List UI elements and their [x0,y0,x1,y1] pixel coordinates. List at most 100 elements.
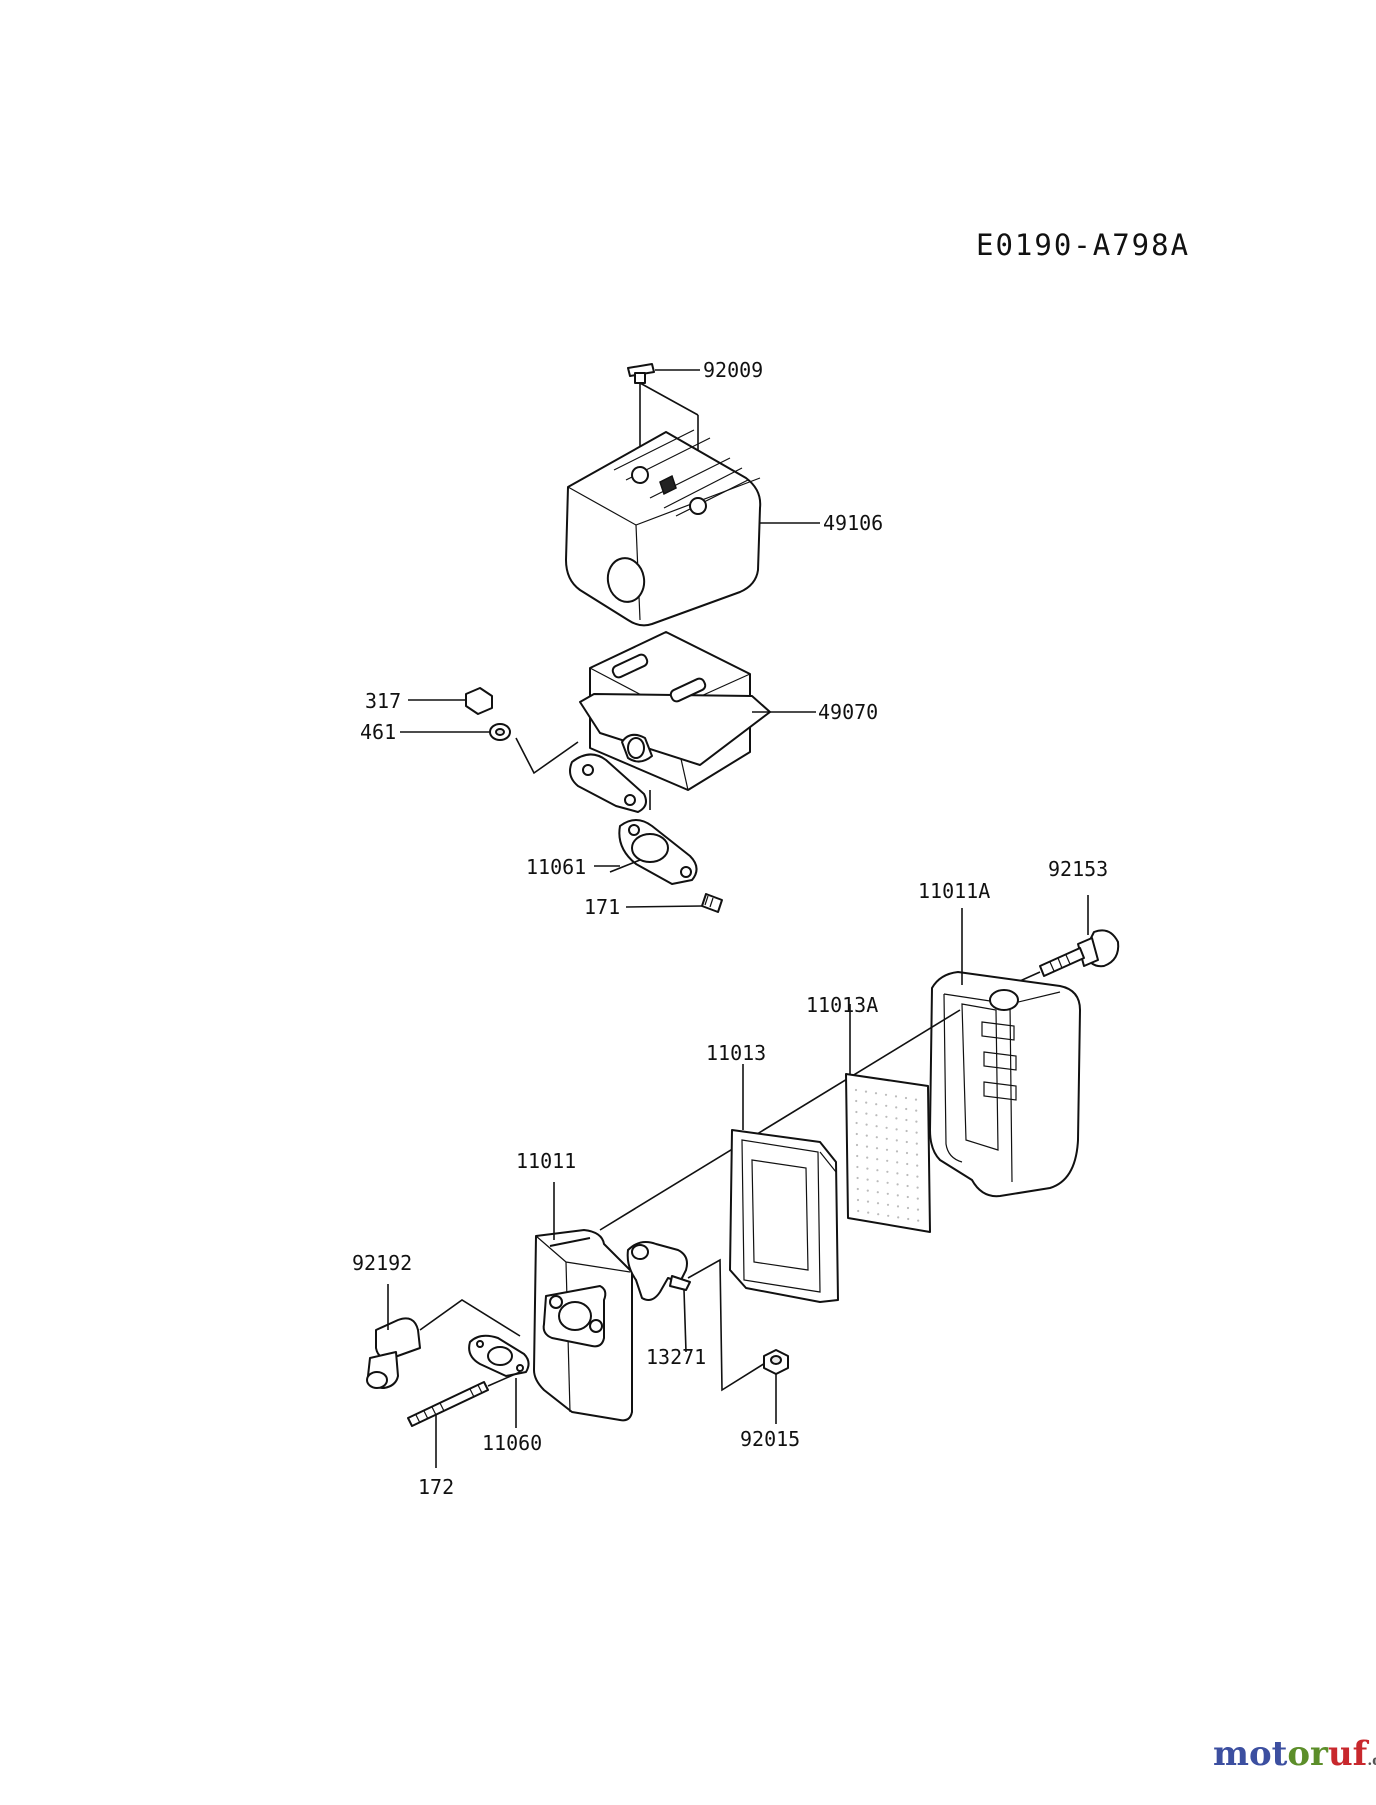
knob-bolt-92153 [999,895,1120,991]
pre-filter-dot [884,1093,888,1096]
label-461: 461 [360,720,396,744]
pre-filter-dot [905,1151,909,1155]
pre-filter-dot [866,1167,869,1170]
pre-filter-dot [896,1161,899,1164]
pre-filter-dot [886,1203,890,1206]
pre-filter-dot [915,1153,919,1156]
pre-filter-dot [906,1173,909,1177]
pre-filter-dot [907,1217,910,1221]
pre-filter-dot [885,1104,888,1107]
pre-filter-dot [875,1125,878,1128]
pre-filter-dot [915,1120,918,1123]
label-11013A: 11013A [806,993,878,1017]
pre-filter-dot [856,1165,859,1169]
pre-filter-dot [865,1145,869,1148]
muffler-cover-49106 [565,429,820,627]
pre-filter-dot [886,1181,889,1184]
muffler-49070 [569,631,816,813]
label-171: 171 [584,895,620,919]
pre-filter-dot [856,1198,860,1202]
pre-filter-dot [876,1169,879,1172]
pre-filter-dot [885,1148,889,1151]
pre-filter-dot [895,1139,898,1142]
pre-filter-dot [905,1118,908,1122]
pre-filter-dot [856,1154,859,1158]
pre-filter-dot [906,1184,909,1188]
label-92153: 92153 [1048,857,1108,881]
gasket-11060 [468,1334,530,1428]
pre-filter-11013A [845,1004,931,1233]
pre-filter-dot [874,1092,878,1095]
pre-filter-dot [866,1156,869,1159]
pre-filter-dot [896,1194,899,1197]
pre-filter-texture [854,1088,920,1222]
pre-filter-dot [905,1107,908,1111]
label-49106: 49106 [823,511,883,535]
pre-filter-dot [916,1164,919,1167]
pre-filter-dot [895,1106,898,1109]
pre-filter-dot [876,1158,879,1161]
pre-filter-dot [855,1110,858,1114]
pre-filter-dot [917,1219,920,1222]
pre-filter-dot [877,1213,880,1216]
gasket-11061 [594,790,698,885]
label-92192: 92192 [352,1251,412,1275]
pre-filter-dot [855,1121,858,1125]
pre-filter-dot [896,1172,899,1175]
pre-filter-dot [856,1187,859,1191]
pre-filter-dot [916,1197,919,1200]
pre-filter-dot [875,1136,878,1139]
pre-filter-dot [855,1099,858,1103]
pre-filter-dot [895,1128,898,1131]
pipe-92192 [366,1284,521,1389]
pre-filter-dot [885,1137,888,1140]
pre-filter-dot [896,1205,900,1208]
watermark-logo: motoruf.de [1213,1734,1376,1774]
pre-filter-dot [914,1098,918,1101]
pre-filter-dot [865,1112,868,1115]
nut-92015 [763,1349,789,1424]
label-92015: 92015 [740,1427,800,1451]
pre-filter-dot [915,1109,918,1112]
pre-filter-dot [916,1208,920,1211]
label-11011A: 11011A [918,879,990,903]
pre-filter-dot [866,1189,869,1192]
label-172: 172 [418,1475,454,1499]
label-11061: 11061 [526,855,586,879]
pre-filter-dot [897,1216,900,1219]
pre-filter-dot [916,1186,919,1189]
label-11011: 11011 [516,1149,576,1173]
pre-filter-dot [865,1134,868,1137]
pre-filter-dot [906,1195,909,1199]
label-11060: 11060 [482,1431,542,1455]
label-317: 317 [365,689,401,713]
pre-filter-dot [896,1183,899,1186]
pre-filter-dot [915,1131,918,1134]
air-cleaner-cover-11011A [599,908,1081,1231]
pre-filter-dot [855,1132,858,1136]
pre-filter-dot [906,1162,909,1166]
pre-filter-dot [854,1088,858,1092]
label-13271: 13271 [646,1345,706,1369]
pre-filter-dot [886,1192,889,1195]
pre-filter-dot [887,1214,890,1217]
pre-filter-dot [895,1150,899,1153]
washer-461 [400,723,579,775]
pre-filter-dot [875,1147,879,1150]
stud-bolt-172 [407,1371,521,1468]
label-49070: 49070 [818,700,878,724]
pre-filter-dot [865,1101,868,1104]
label-11013: 11013 [706,1041,766,1065]
pre-filter-dot [876,1180,879,1183]
pre-filter-dot [865,1123,868,1126]
air-cleaner-base-11011 [533,1182,633,1422]
pre-filter-dot [885,1115,888,1118]
pre-filter-dot [875,1114,878,1117]
pre-filter-dot [886,1170,889,1173]
diagram-code: E0190-A798A [976,228,1191,262]
pre-filter-dot [905,1129,908,1133]
label-92009: 92009 [703,358,763,382]
bracket-13271 [626,1241,771,1392]
